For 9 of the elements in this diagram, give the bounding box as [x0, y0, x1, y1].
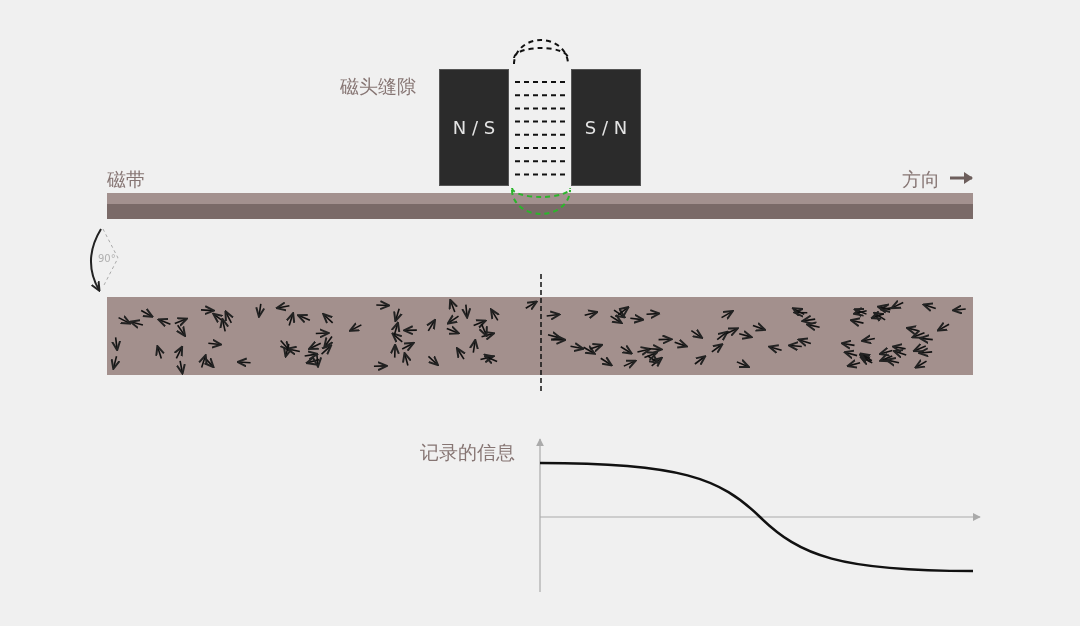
head-gap-label: 磁头缝隙 — [340, 77, 416, 96]
magnet-pole — [439, 69, 509, 186]
magnet-pole — [571, 69, 641, 186]
graph-label: 记录的信息 — [420, 443, 515, 462]
direction-label: 方向 — [902, 170, 940, 189]
pole-label: S / N — [584, 117, 628, 138]
tape-label: 磁带 — [107, 170, 145, 189]
angle-label: 90° — [98, 254, 116, 264]
pole-label: N / S — [452, 117, 496, 138]
